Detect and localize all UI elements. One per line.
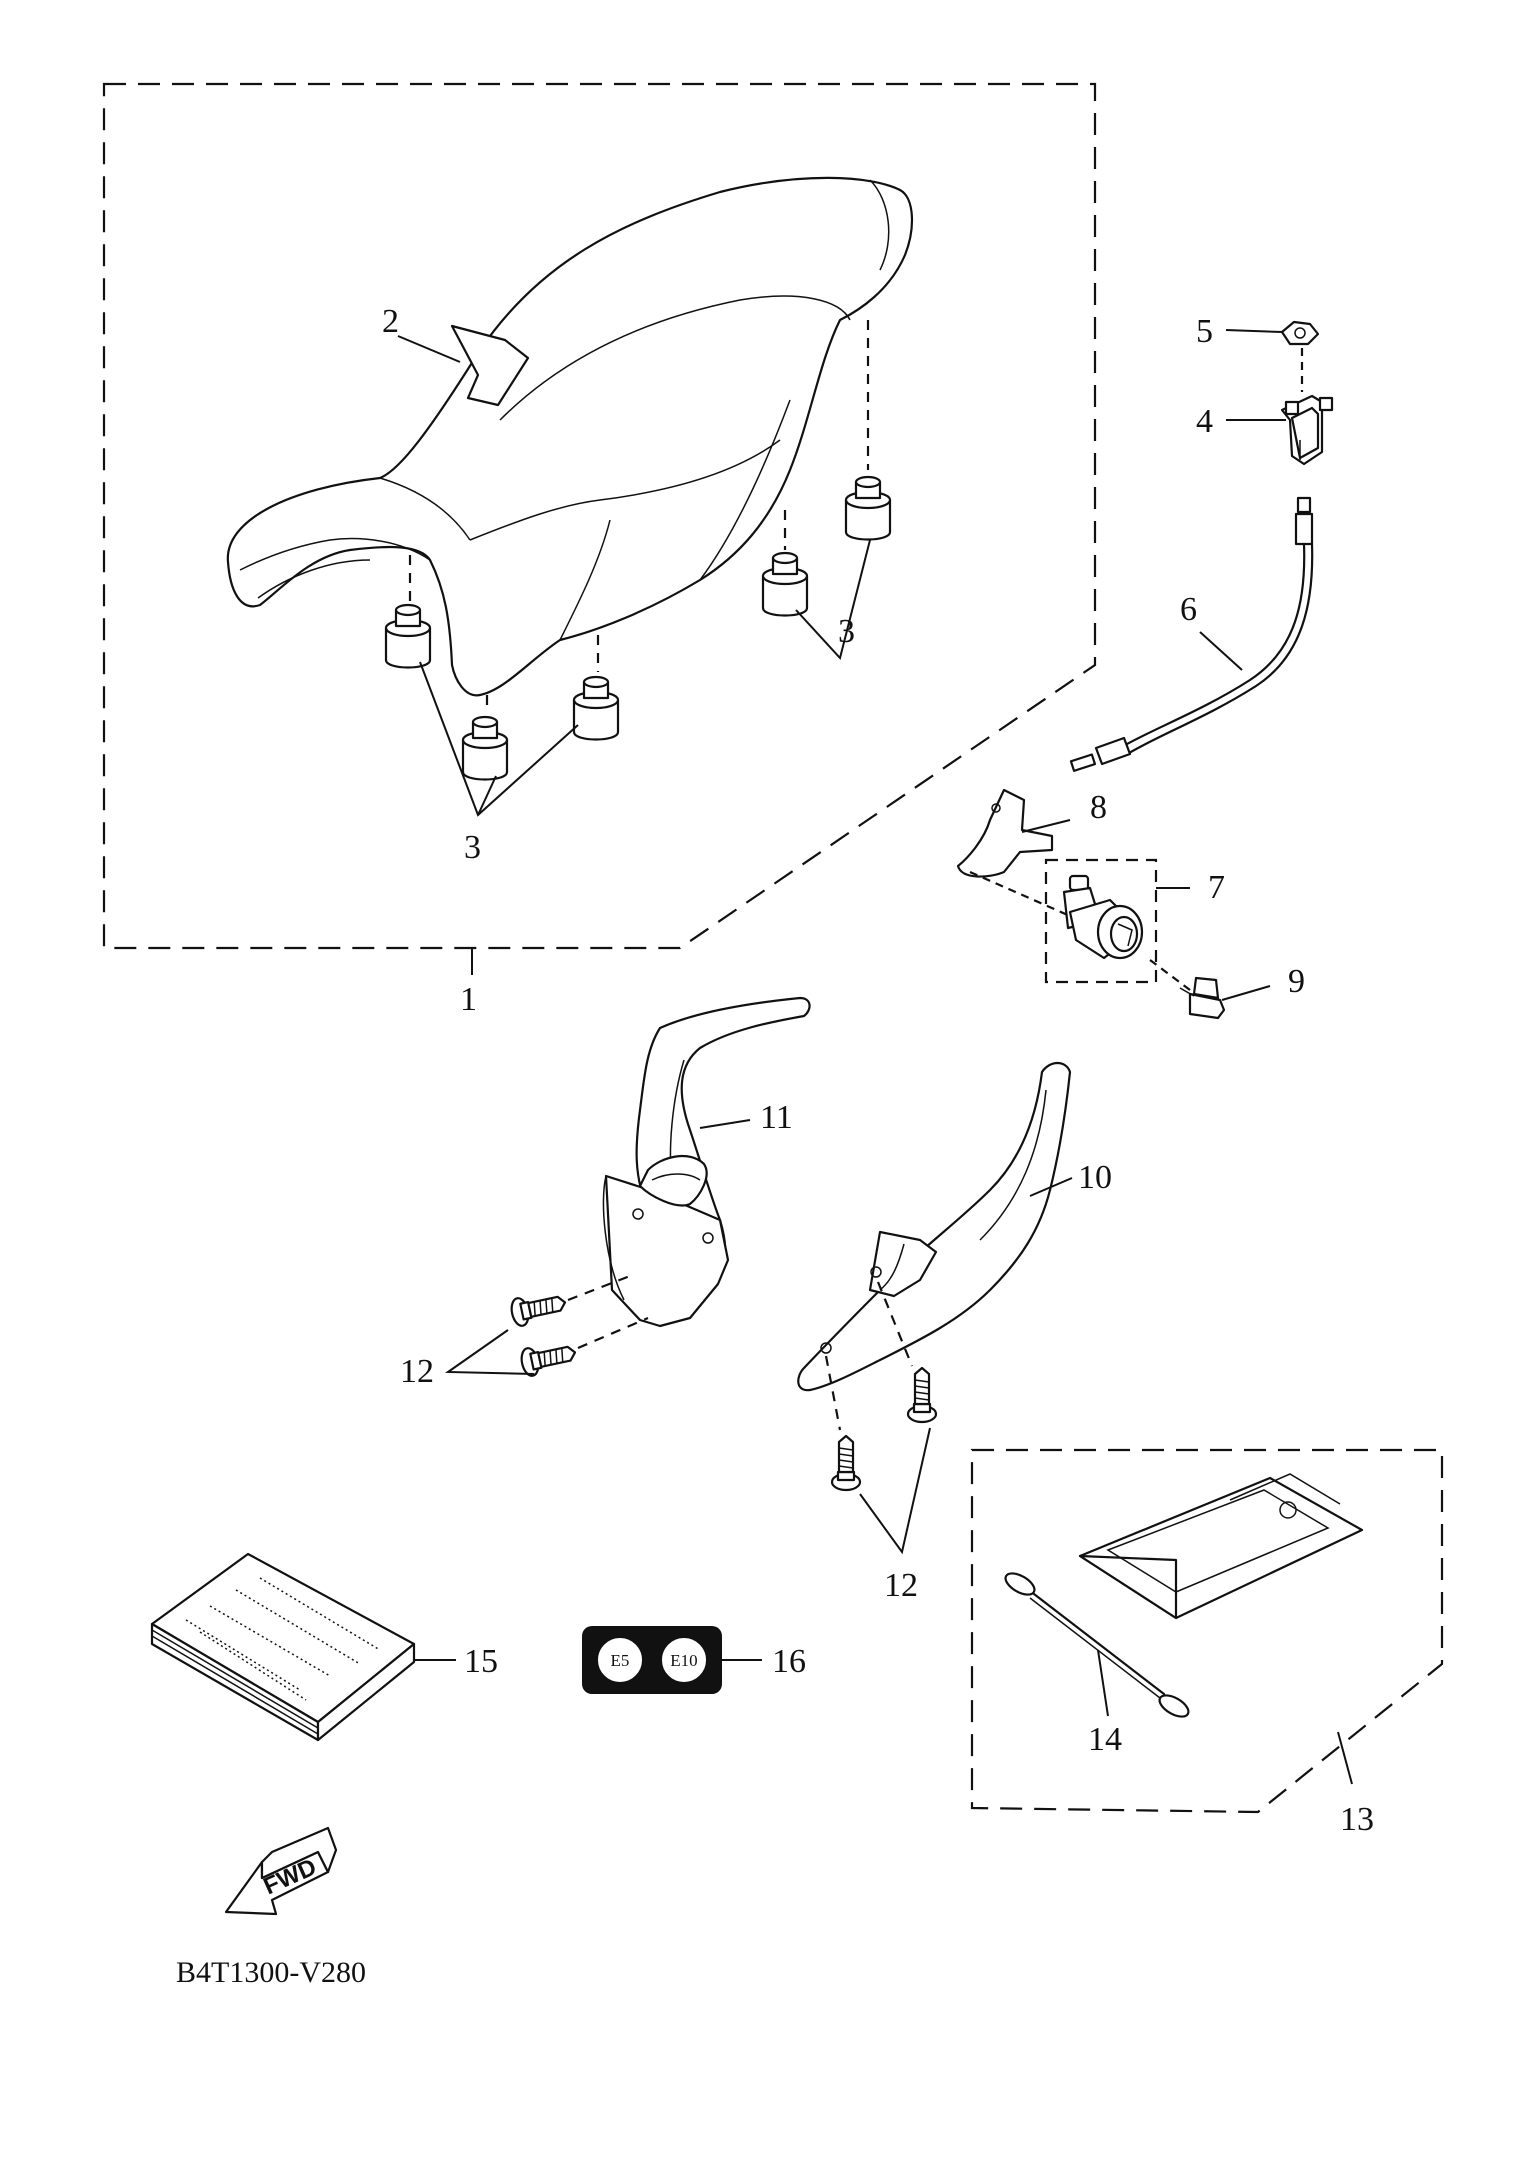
damper-alignment-lines [408, 320, 870, 712]
callout-6: 6 [1180, 591, 1197, 628]
callout-3-right: 3 [838, 613, 855, 650]
tool-bag-drawing [1078, 1473, 1364, 1620]
callout-7: 7 [1208, 869, 1225, 906]
fuel-badge-e10 [660, 1636, 708, 1684]
seat-damper-drawings [384, 475, 892, 781]
owners-manual-drawing [150, 1552, 416, 1742]
wire-drawing [1004, 1572, 1190, 1718]
callout-3-left: 3 [464, 829, 481, 866]
lock-plate-drawing [956, 788, 1054, 878]
callout-9: 9 [1288, 963, 1305, 1000]
nut-drawing [1280, 320, 1320, 346]
seat-lock-drawing [1062, 874, 1144, 960]
right-grab-bar-leader [1029, 1177, 1073, 1197]
seat-drawing [226, 176, 914, 697]
lock-bolt-drawing [1179, 976, 1226, 1020]
left-screw-alignment [567, 1274, 649, 1350]
tool-kit-dashed-box [970, 1448, 1444, 1814]
callout-13: 13 [1340, 1801, 1374, 1838]
fuel-badge-e10-text: E10 [670, 1651, 697, 1670]
left-screw-drawings [510, 1295, 577, 1377]
left-grab-bar-leader [699, 1119, 751, 1129]
lock-alignment [969, 870, 1071, 918]
right-screw-drawings [830, 1366, 938, 1492]
callout-16: 16 [772, 1643, 806, 1680]
callout-10: 10 [1078, 1159, 1112, 1196]
left-screw-leader [444, 1329, 535, 1375]
bracket-drawing [1280, 394, 1334, 466]
callout-12-left: 12 [400, 1353, 434, 1390]
callout-2: 2 [382, 303, 399, 340]
right-screw-alignment [824, 1281, 914, 1431]
callout-4: 4 [1196, 403, 1213, 440]
label-leader [397, 335, 461, 363]
callout-8: 8 [1090, 789, 1107, 826]
plate-leader [1021, 819, 1071, 833]
wire-leader [1097, 1649, 1109, 1717]
callout-15: 15 [464, 1643, 498, 1680]
seat-assembly-dashed-box [102, 82, 1097, 950]
cable-leader [1199, 631, 1243, 671]
seat-lock-cable-drawing [1069, 496, 1314, 772]
bolt-leader [1221, 985, 1271, 1001]
nut-leader [1225, 329, 1283, 333]
callout-11: 11 [760, 1099, 793, 1136]
left-grab-bar-drawing [602, 996, 811, 1328]
forward-direction-arrow: FWD [224, 1826, 338, 1916]
fuel-label-drawing: E5 E10 [582, 1626, 722, 1694]
callout-5: 5 [1196, 313, 1213, 350]
right-screw-leader [859, 1427, 931, 1555]
right-grab-bar-drawing [797, 1061, 1072, 1392]
drawing-code: B4T1300-V280 [176, 1956, 366, 1989]
callout-1: 1 [460, 981, 477, 1018]
seat-label-drawing [450, 324, 530, 407]
damper-leaders [419, 539, 871, 817]
lock-assembly-dashed-box [1044, 858, 1158, 984]
callout-14: 14 [1088, 1721, 1122, 1758]
fuel-badge-e5-text: E5 [611, 1651, 630, 1670]
tool-kit-leader [1337, 1731, 1353, 1785]
fuel-badge-e5 [596, 1636, 644, 1684]
callout-12-right: 12 [884, 1567, 918, 1604]
